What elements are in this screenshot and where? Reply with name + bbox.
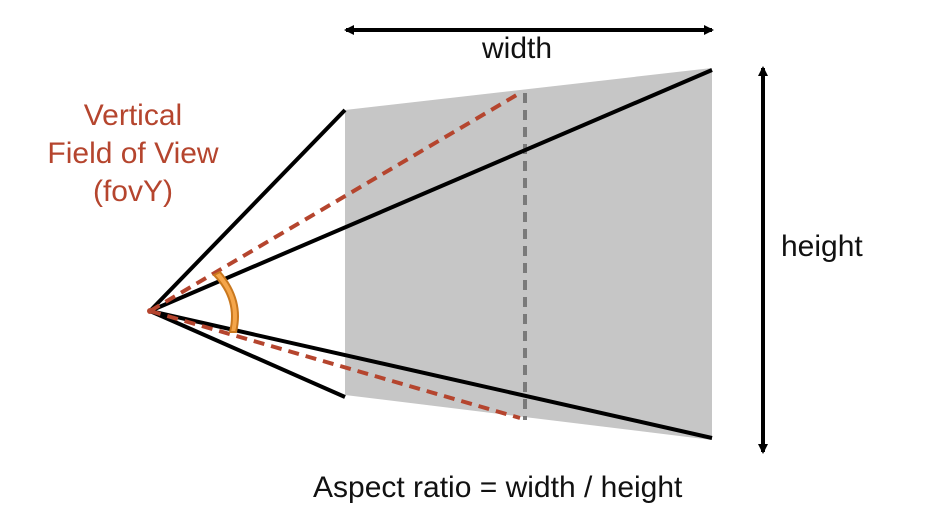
far-plane bbox=[345, 68, 712, 440]
fov-label-line-2: Field of View bbox=[47, 137, 219, 170]
frustum-line-far-top bbox=[149, 68, 713, 313]
width-label: width bbox=[482, 32, 553, 65]
fov-dashed-line-bottom bbox=[149, 309, 521, 420]
frustum-line-near-top bbox=[148, 108, 347, 313]
eye-point bbox=[147, 308, 153, 314]
fov-label-line-3: (fovY) bbox=[92, 175, 173, 208]
aspect-ratio-formula: Aspect ratio = width / height bbox=[313, 471, 683, 504]
height-label: height bbox=[781, 230, 863, 263]
frustum-line-near-bottom bbox=[149, 309, 346, 399]
fov-label-line-1: Vertical bbox=[83, 99, 183, 132]
fov-angle-arc bbox=[212, 270, 239, 333]
frustum-line-far-bottom bbox=[149, 309, 713, 440]
fov-label: Vertical Field of View (fovY) bbox=[18, 97, 248, 211]
